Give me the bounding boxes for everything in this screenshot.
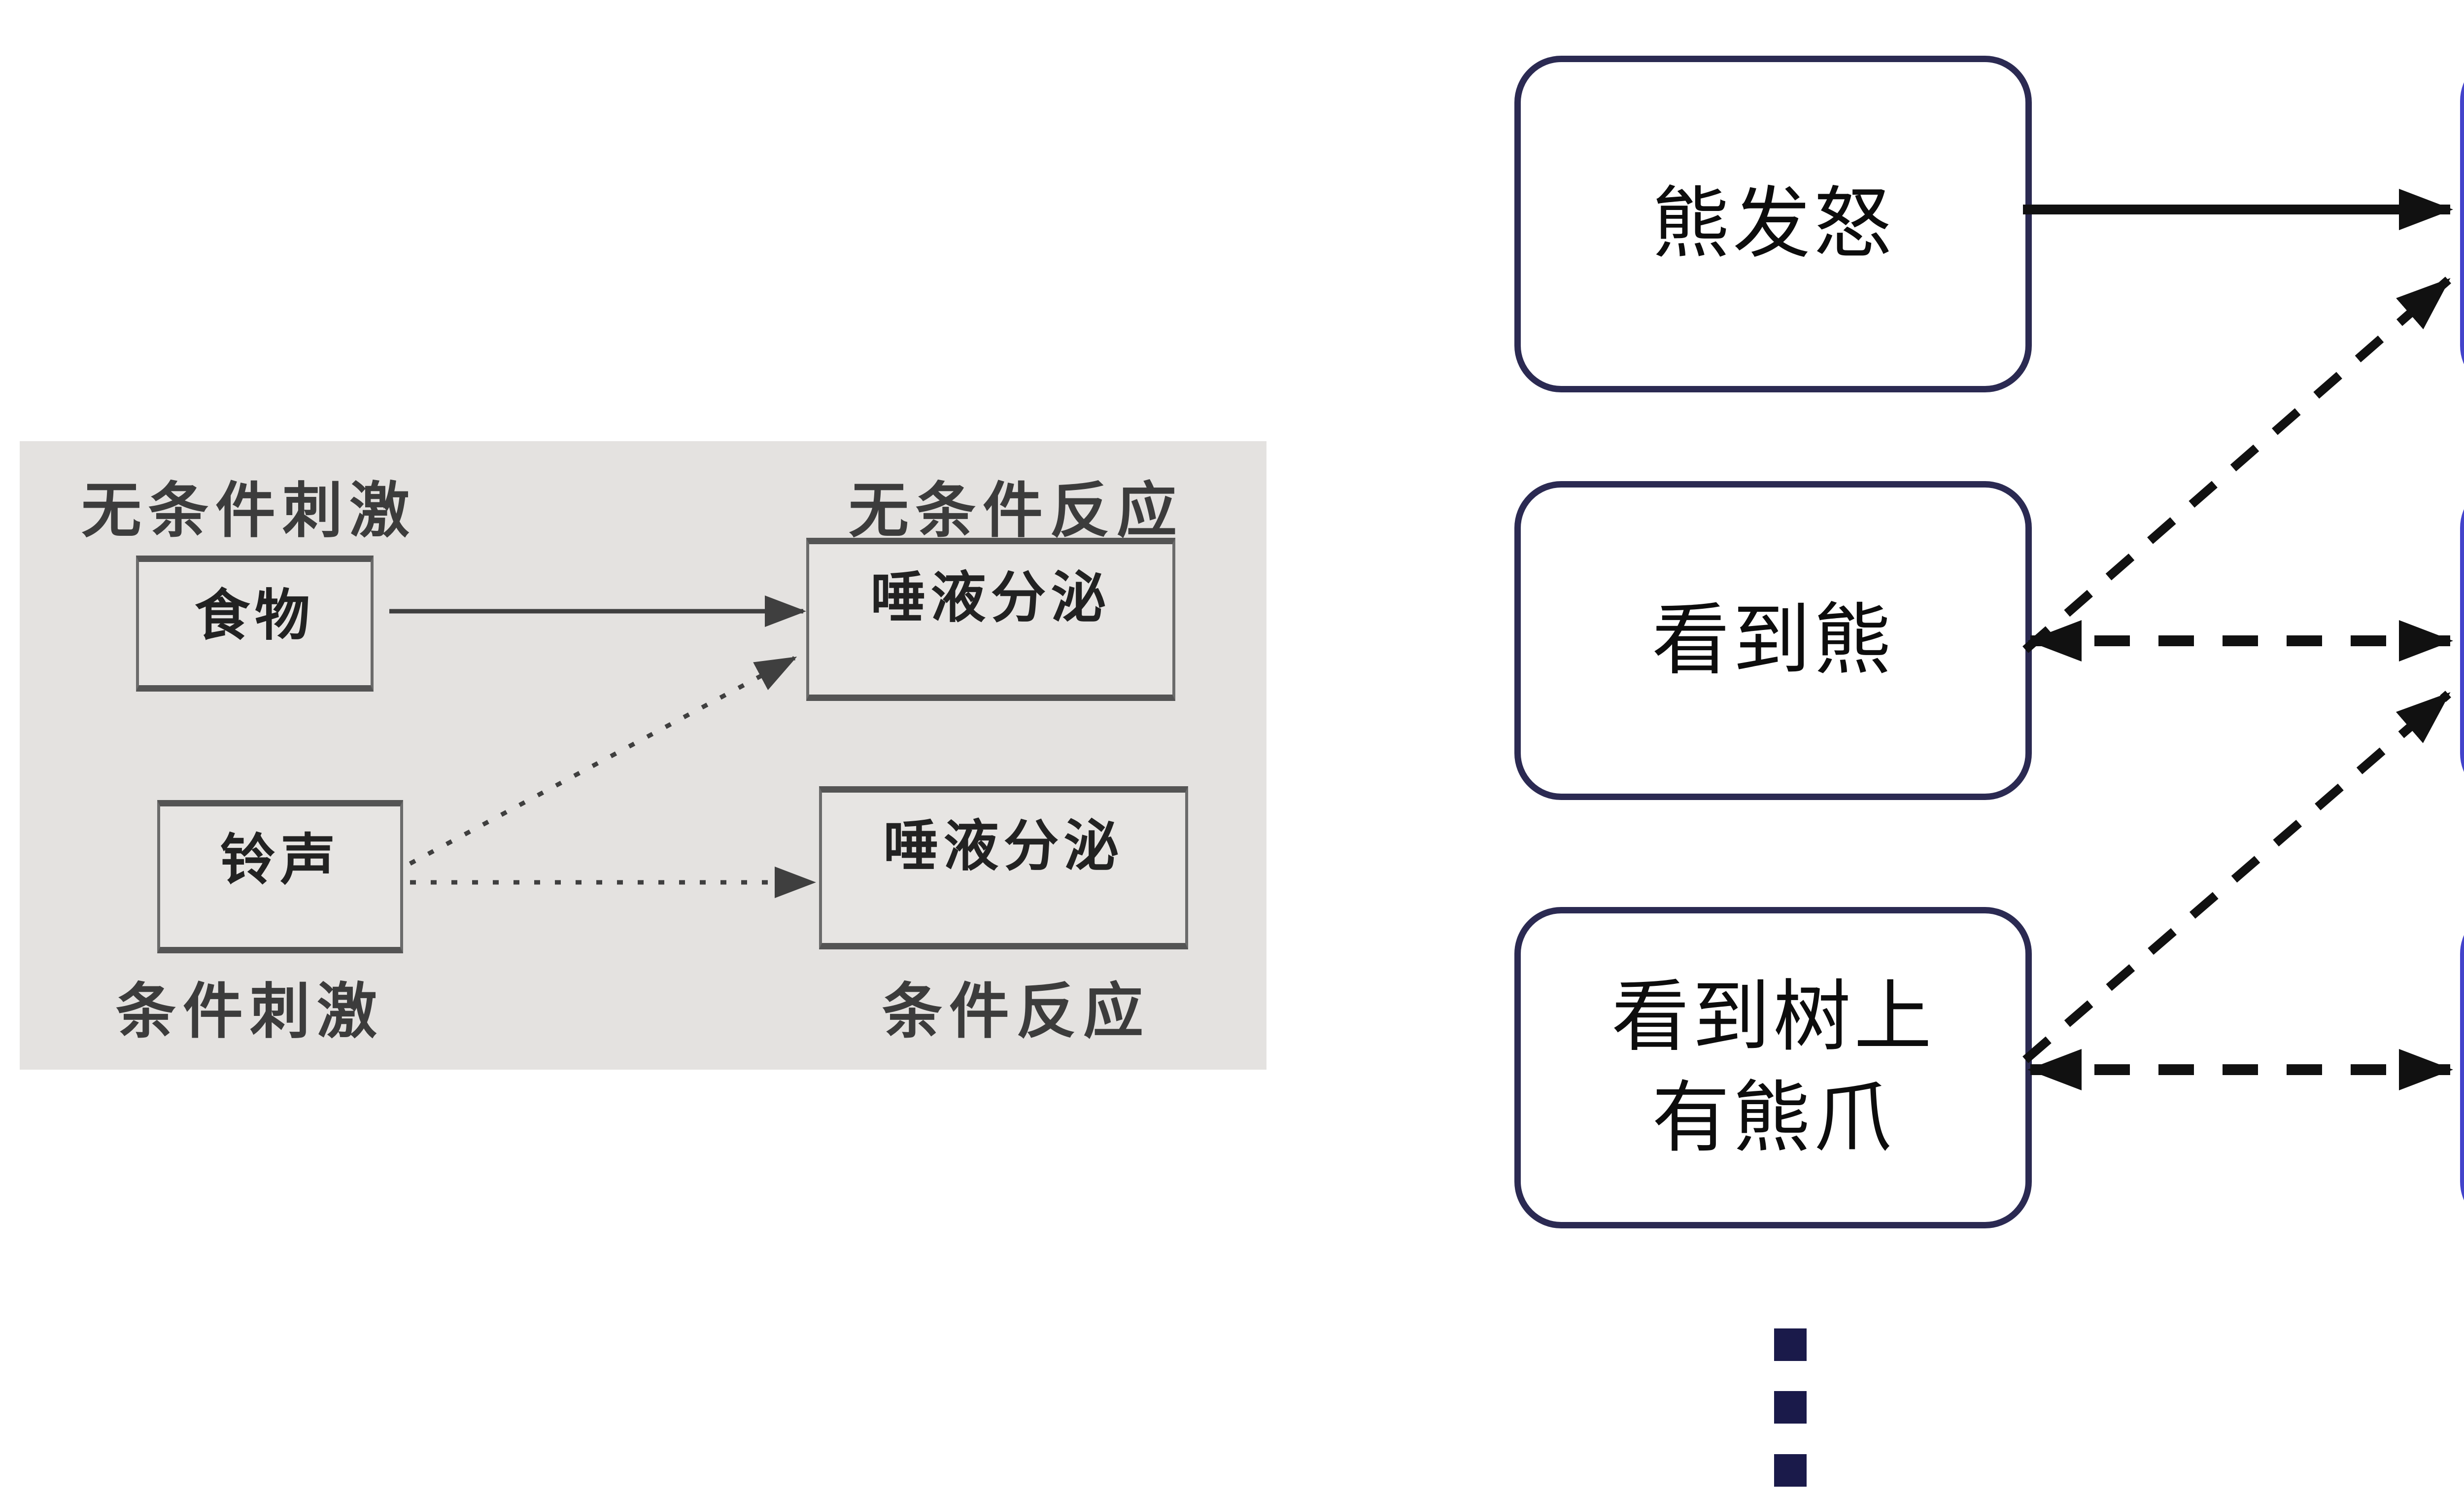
- ellipsis-dot-left-3: [1774, 1454, 1807, 1487]
- arrow-see-bear-to-reward-dashed: [2022, 277, 2451, 653]
- box-see-bear-label: 看到熊: [1652, 597, 1894, 684]
- box-saliva-conditioned-label: 唾液分泌: [883, 815, 1124, 877]
- box-bear-angry-label: 熊发怒: [1652, 180, 1894, 267]
- box-see-bear-claw-line2: 有熊爪: [1652, 1075, 1894, 1161]
- box-saliva-conditioned: 唾液分泌: [819, 786, 1188, 949]
- box-bear-angry: 熊发怒: [1514, 56, 2032, 392]
- box-see-bear-claw-line1: 看到树上: [1611, 974, 1935, 1060]
- ellipsis-dot-left-2: [1774, 1391, 1807, 1424]
- box-see-bear-claw-label: 看到树上 有熊爪: [1611, 967, 1935, 1169]
- box-saliva-unconditioned: 唾液分泌: [806, 538, 1175, 701]
- ellipsis-dot-left-1: [1774, 1328, 1807, 1361]
- box-food: 食物: [136, 556, 374, 692]
- box-reward: 奖励: [2460, 54, 2464, 392]
- label-conditioned-response: 条件反应: [882, 978, 1150, 1045]
- box-saliva-unconditioned-label: 唾液分泌: [870, 567, 1111, 628]
- label-unconditioned-stimulus: 无条件刺激: [81, 477, 416, 544]
- arrow-see-claw-to-value-next-dashed: [2022, 691, 2451, 1063]
- box-value-current-state: V(s): [2460, 907, 2464, 1228]
- box-food-label: 食物: [195, 585, 315, 646]
- label-unconditioned-response: 无条件反应: [849, 477, 1184, 544]
- box-value-next-state: V(s′): [2460, 481, 2464, 800]
- box-bell: 铃声: [157, 800, 403, 953]
- box-see-bear: 看到熊: [1514, 481, 2032, 800]
- box-bell-label: 铃声: [220, 829, 341, 891]
- label-conditioned-stimulus: 条件刺激: [116, 978, 384, 1045]
- box-see-bear-claw: 看到树上 有熊爪: [1514, 907, 2032, 1228]
- pavlov-panel: 无条件刺激 无条件反应 食物 唾液分泌 铃声 唾液分泌 条件刺激 条件反应: [20, 441, 1266, 1070]
